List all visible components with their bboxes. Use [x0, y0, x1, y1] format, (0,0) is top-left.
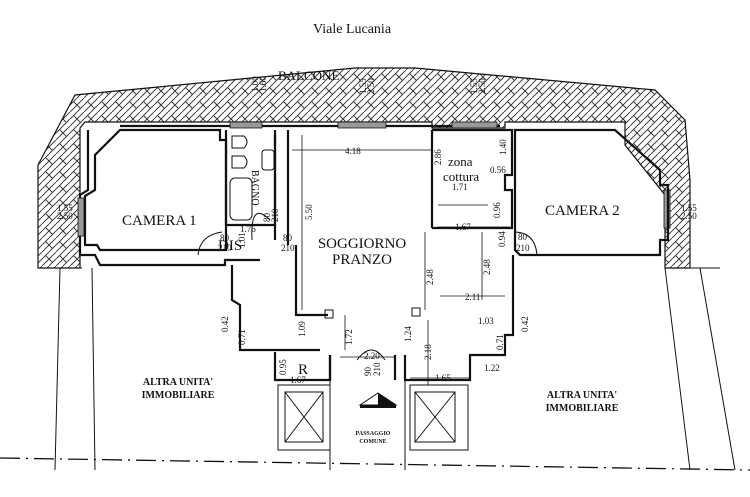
bathtub-icon: [229, 177, 253, 221]
lift-left: [277, 384, 331, 451]
svg-text:1.55: 1.55: [358, 78, 368, 94]
svg-text:1.55: 1.55: [57, 203, 73, 213]
column-left: [324, 309, 334, 319]
label-passaggio-1: PASSAGGIO: [356, 431, 391, 437]
svg-text:210: 210: [516, 243, 530, 253]
svg-text:1.40: 1.40: [498, 139, 508, 155]
svg-text:2.50: 2.50: [477, 78, 487, 94]
svg-text:1.72: 1.72: [344, 329, 354, 345]
entry-walls: [328, 355, 397, 380]
svg-text:0.56: 0.56: [490, 165, 506, 175]
window-camera1: [77, 197, 85, 237]
door-camera1: [197, 231, 223, 256]
svg-text:210: 210: [372, 362, 382, 376]
window-cucina: [451, 121, 498, 129]
svg-text:90: 90: [363, 367, 373, 377]
svg-text:2.50: 2.50: [681, 211, 697, 221]
dimension-labels: 1.00 1.60 1.55 2.50 1.55 2.50 1.55 2.50 …: [57, 76, 697, 385]
svg-text:2.48: 2.48: [482, 259, 492, 275]
svg-text:210: 210: [270, 208, 280, 222]
svg-text:1.09: 1.09: [297, 321, 307, 337]
svg-text:0.71: 0.71: [495, 334, 505, 350]
svg-text:80: 80: [283, 233, 293, 243]
svg-text:0.42: 0.42: [220, 316, 230, 332]
label-altra-left-1: ALTRA UNITA': [143, 377, 214, 388]
lift-right: [409, 384, 469, 451]
svg-text:2.86: 2.86: [433, 149, 443, 165]
door-camera2: [513, 231, 538, 256]
label-cottura: cottura: [443, 169, 479, 184]
bidet-icon: [231, 135, 248, 149]
svg-text:1.67: 1.67: [290, 375, 306, 385]
svg-text:1.67: 1.67: [455, 222, 471, 232]
label-altra-right-1: ALTRA UNITA': [547, 390, 618, 401]
svg-text:1.24: 1.24: [403, 326, 413, 342]
label-soggiorno: SOGGIORNO: [318, 236, 407, 252]
balcony-area: [37, 67, 691, 269]
street-label: Viale Lucania: [313, 22, 392, 37]
soggiorno-wall-left: [294, 245, 328, 317]
label-camera2: CAMERA 2: [545, 203, 620, 219]
svg-text:1.22: 1.22: [484, 363, 500, 373]
svg-text:0.94: 0.94: [497, 231, 507, 247]
svg-text:80: 80: [262, 213, 272, 223]
svg-text:1.03: 1.03: [478, 316, 494, 326]
property-line: [0, 457, 750, 471]
svg-text:2.50: 2.50: [366, 78, 376, 94]
svg-text:80: 80: [518, 232, 528, 242]
svg-text:2.48: 2.48: [425, 269, 435, 285]
lower-right-walls: [403, 255, 515, 382]
svg-text:2.50: 2.50: [57, 211, 73, 221]
building-edges: [54, 267, 736, 471]
label-altra-left-2: IMMOBILIARE: [142, 390, 215, 401]
svg-text:210: 210: [281, 243, 295, 253]
svg-text:0.42: 0.42: [520, 316, 530, 332]
svg-text:80: 80: [220, 233, 230, 243]
sink-icon: [261, 149, 275, 171]
svg-text:1.00: 1.00: [250, 76, 260, 92]
window-bagno: [229, 121, 263, 129]
apartment-walls: [78, 130, 260, 267]
svg-text:0.95: 0.95: [278, 359, 288, 375]
label-ripostiglio: R: [298, 362, 308, 378]
label-camera1: CAMERA 1: [122, 213, 197, 229]
svg-text:1.65: 1.65: [435, 373, 451, 383]
svg-text:4.18: 4.18: [345, 146, 361, 156]
svg-text:2.18: 2.18: [423, 344, 433, 360]
svg-text:1.01: 1.01: [237, 232, 247, 248]
svg-text:2.20: 2.20: [364, 351, 380, 361]
svg-text:5.50: 5.50: [304, 204, 314, 220]
label-zona: zona: [448, 154, 473, 169]
svg-text:1.71: 1.71: [452, 182, 468, 192]
svg-text:1.55: 1.55: [681, 203, 697, 213]
svg-text:0.71: 0.71: [237, 329, 247, 345]
window-soggiorno: [337, 121, 387, 129]
label-balcone: BALCONE: [278, 68, 339, 83]
column-right: [411, 307, 421, 317]
svg-text:0.96: 0.96: [492, 202, 502, 218]
label-pranzo: PRANZO: [332, 252, 392, 268]
label-passaggio-2: COMUNE: [359, 439, 386, 445]
svg-text:2.11: 2.11: [465, 292, 480, 302]
svg-text:210: 210: [218, 243, 232, 253]
svg-text:1.76: 1.76: [240, 224, 256, 234]
door-bagno: [251, 212, 271, 241]
label-bagno: BAGNO: [249, 170, 260, 206]
label-altra-right-2: IMMOBILIARE: [546, 403, 619, 414]
svg-text:1.55: 1.55: [469, 78, 479, 94]
svg-text:1.60: 1.60: [258, 76, 268, 92]
label-dis: DIS: [218, 238, 242, 254]
zona-cottura-walls: [432, 128, 514, 230]
camera1-walls: [83, 128, 228, 252]
toilet-icon: [231, 155, 248, 169]
passaggio-walls: [329, 380, 406, 470]
camera2-walls: [513, 128, 670, 257]
